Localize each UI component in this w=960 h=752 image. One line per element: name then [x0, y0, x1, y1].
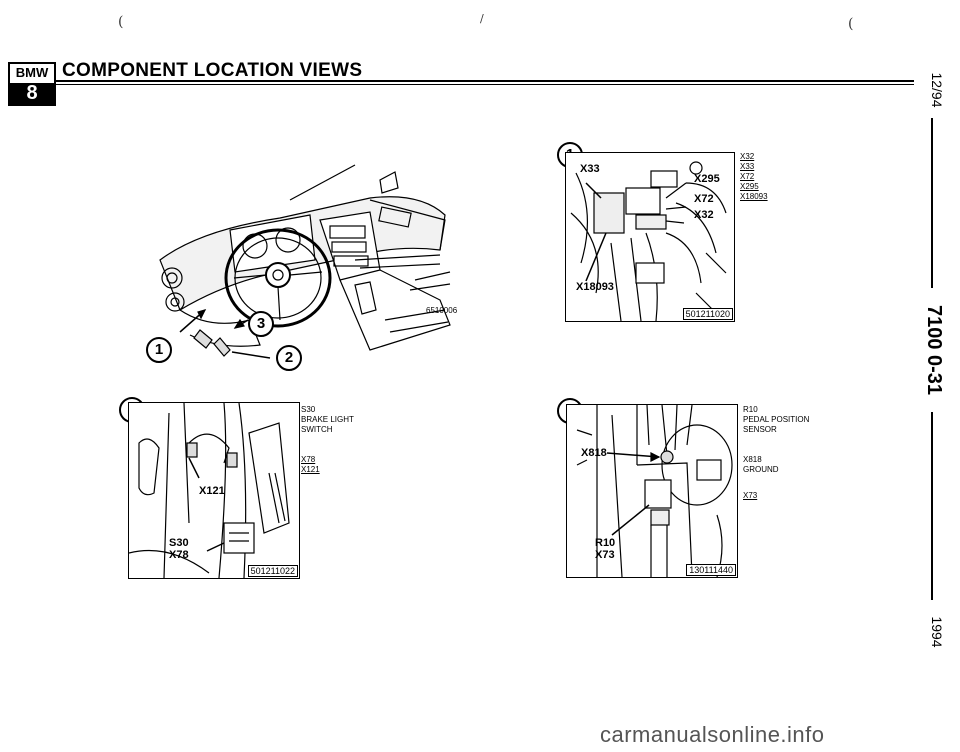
logo-series-text: 8 — [10, 83, 54, 104]
fig1-legend: X32 X33 X72 X295 X18093 — [740, 152, 768, 202]
fig3-label-x818: X818 — [581, 447, 607, 459]
fig1-label-x295: X295 — [694, 173, 720, 185]
margin-page-number: 7100 0-31 — [923, 304, 945, 396]
margin-date: 12/94 — [929, 72, 945, 108]
title-rule — [54, 80, 914, 82]
fig3-legend-ground: GROUND — [743, 465, 779, 474]
fig2-legend-x78: X78 — [301, 455, 316, 464]
dashboard-drawing — [159, 164, 451, 359]
fig3-legend: R10 PEDAL POSITION SENSOR X818 GROUND X7… — [743, 405, 809, 501]
fig2-label-x121: X121 — [199, 485, 225, 497]
figure1-connector-photo: X33 X295 X72 X32 X18093 501211020 — [565, 152, 735, 322]
fig3-legend-x818: X818 — [743, 455, 762, 464]
scan-mark: / — [480, 12, 484, 25]
margin-year: 1994 — [929, 616, 945, 648]
fig3-figure-id: 130111440 — [686, 564, 736, 576]
fig3-label-x73: X73 — [595, 549, 615, 561]
fig3-legend-x73: X73 — [743, 491, 758, 500]
fig3-legend-sensor: SENSOR — [743, 425, 777, 434]
margin-line-bottom — [931, 412, 933, 600]
fig2-legend-s30: S30 — [301, 405, 316, 414]
part-code-label: 6510006 — [426, 306, 458, 315]
fig1-legend-x32: X32 — [740, 152, 755, 161]
scan-mark: ( — [118, 14, 124, 30]
callout-2-overview: 2 — [276, 345, 302, 371]
fig2-figure-id: 501211022 — [247, 565, 298, 577]
fig2-legend-x121: X121 — [301, 465, 320, 474]
fig1-legend-x72: X72 — [740, 172, 755, 181]
fig2-label-x78: X78 — [169, 549, 189, 561]
figure3-sensor-photo: X818 R10 X73 130111440 — [566, 404, 738, 578]
title-rule-thin — [54, 84, 914, 85]
fig1-label-x32: X32 — [694, 209, 714, 221]
site-watermark: carmanualsonline.info — [600, 722, 825, 747]
callout-1-overview: 1 — [146, 337, 172, 363]
fig3-legend-r10: R10 — [743, 405, 758, 414]
margin-line-top — [931, 118, 933, 288]
fig3-label-r10: R10 — [595, 537, 616, 549]
bmw-8-logo: BMW 8 — [8, 62, 56, 106]
fig2-legend-brake-light: BRAKE LIGHT — [301, 415, 354, 424]
figure3-drawing — [576, 404, 733, 578]
page-title: COMPONENT LOCATION VIEWS — [62, 60, 363, 81]
fig1-figure-id: 501211020 — [682, 308, 733, 320]
fig1-legend-x33: X33 — [740, 162, 755, 171]
fig2-label-s30: S30 — [169, 537, 189, 549]
figure2-drawing — [128, 402, 290, 579]
figure2-switch-photo: X121 S30 X78 501211022 — [128, 402, 300, 579]
callout-3-overview: 3 — [248, 311, 274, 337]
fig2-legend: S30 BRAKE LIGHT SWITCH X78 X121 — [301, 405, 354, 475]
fig3-legend-pedal-position: PEDAL POSITION — [743, 415, 810, 424]
fig1-label-x33: X33 — [580, 163, 600, 175]
fig1-label-x18093: X18093 — [576, 281, 614, 293]
fig1-legend-x295: X295 — [740, 182, 759, 191]
dashboard-overview-illustration: 6510006 — [140, 160, 460, 375]
figure1-drawing — [570, 161, 727, 322]
fig1-legend-x18093: X18093 — [740, 192, 768, 201]
logo-brand-text: BMW — [15, 65, 49, 80]
scan-mark: ( — [848, 16, 854, 32]
fig2-legend-switch: SWITCH — [301, 425, 333, 434]
fig1-label-x72: X72 — [694, 193, 714, 205]
